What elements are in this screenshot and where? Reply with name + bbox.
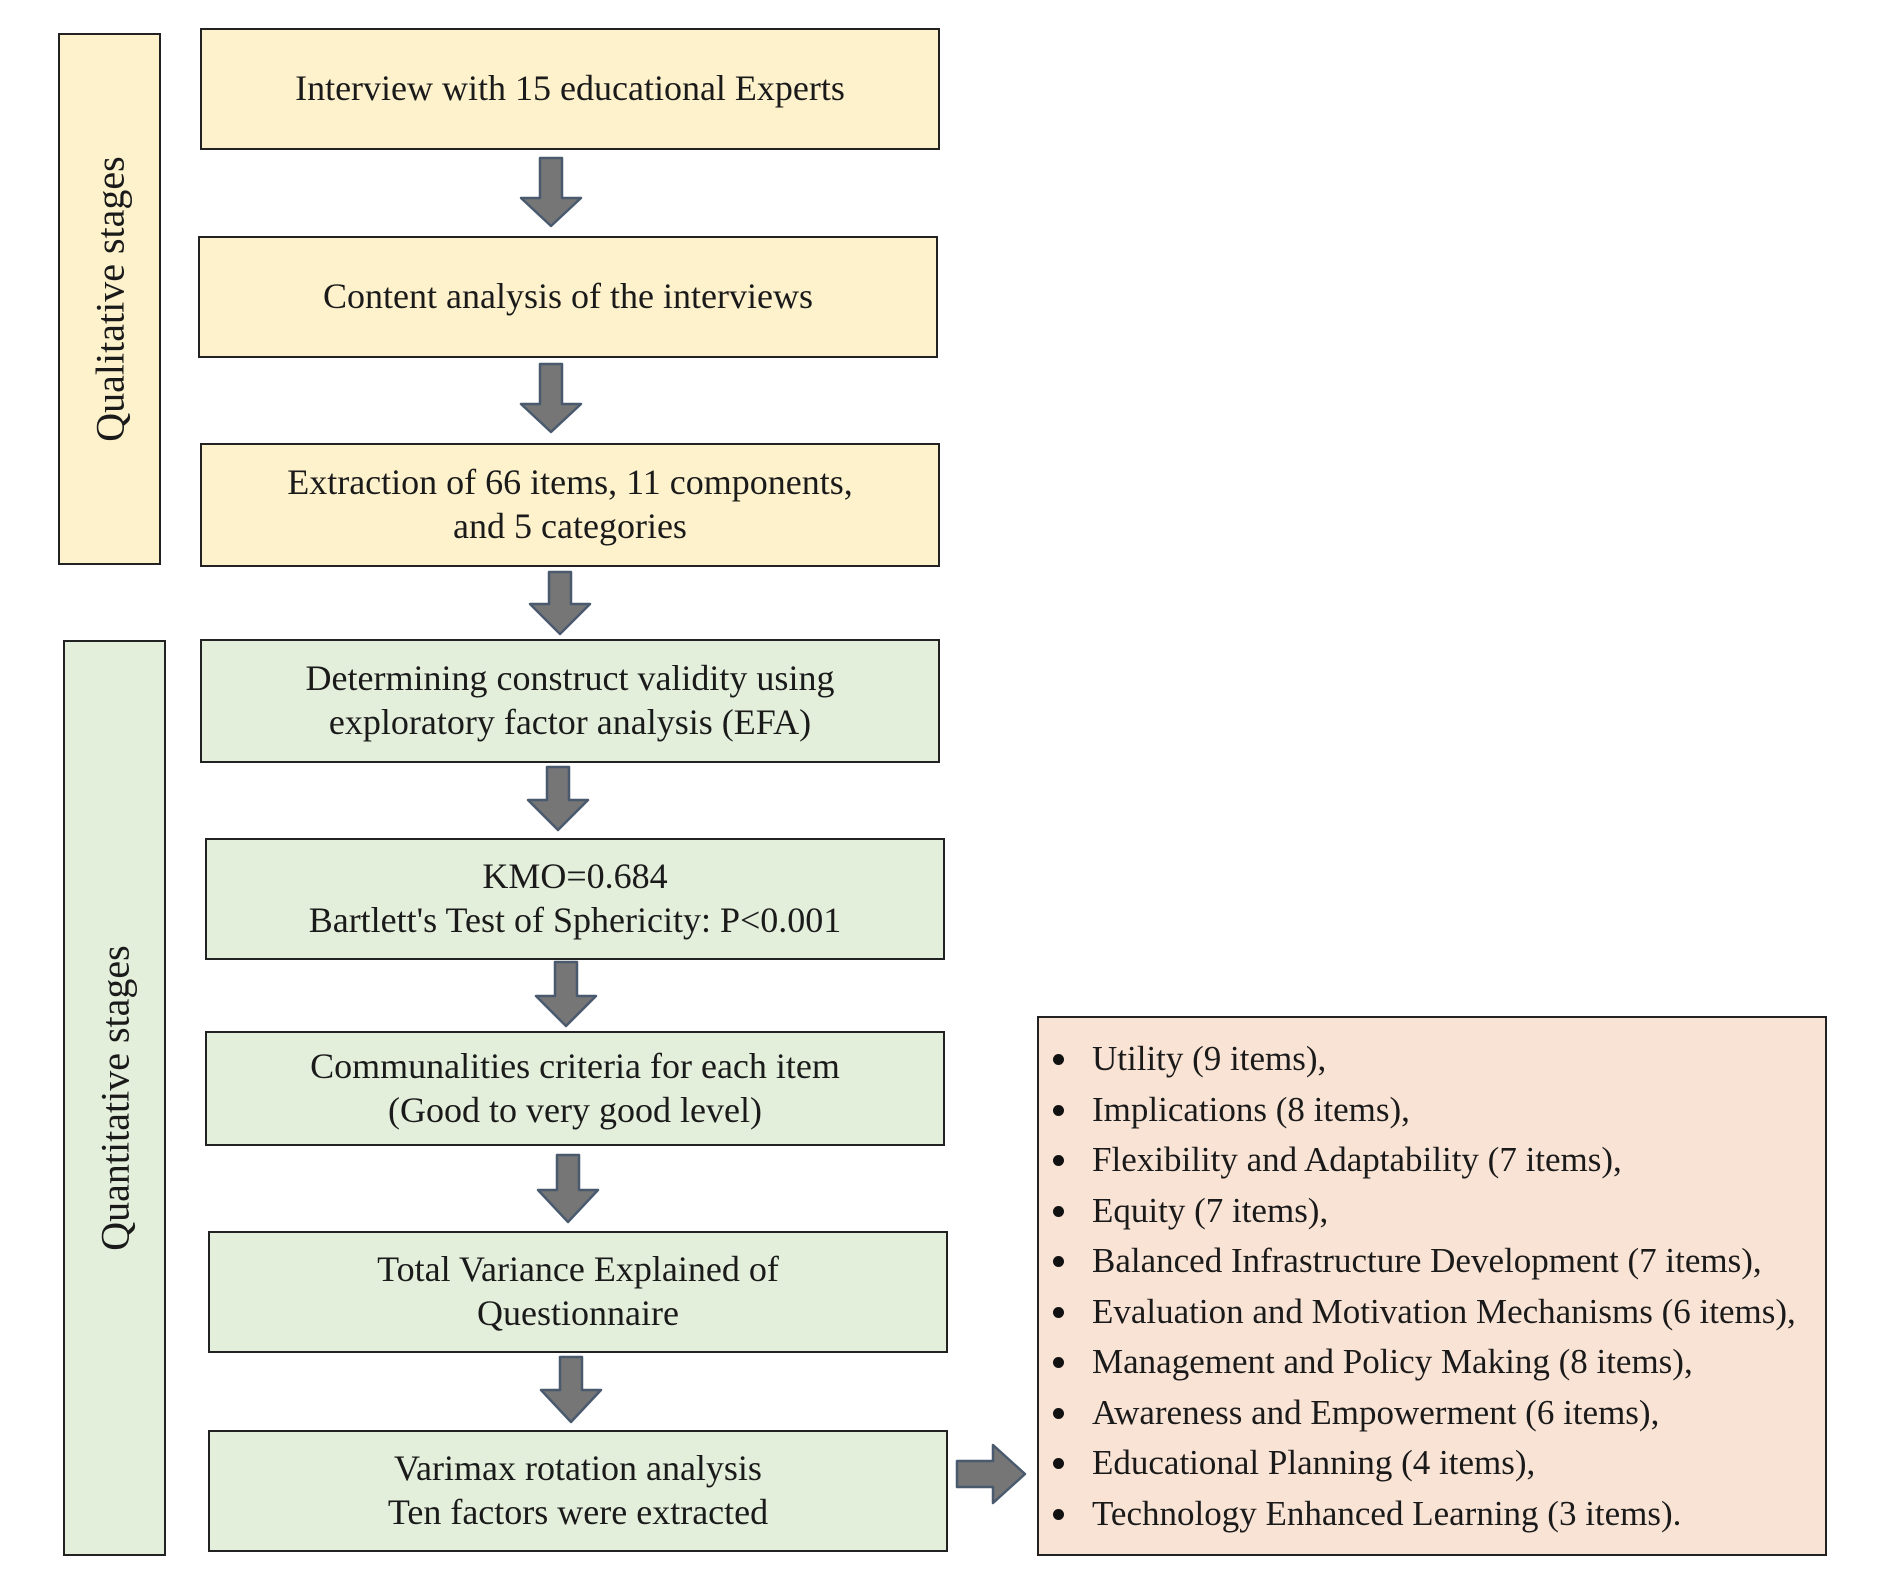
step-text-line: exploratory factor analysis (EFA) [328,702,812,742]
factor-item: Awareness and Empowerment (6 items), [1049,1388,1815,1439]
step-total-variance: Total Variance Explained of Questionnair… [208,1231,948,1353]
factor-label: Implications (8 items), [1092,1089,1410,1129]
down-arrow-icon [528,570,592,636]
bullet-icon [1053,1054,1064,1066]
factor-item: Flexibility and Adaptability (7 items), [1049,1135,1815,1186]
step-text-line: KMO=0.684 [482,856,668,897]
factor-item: Utility (9 items), [1049,1034,1815,1085]
step-text-line: Varimax rotation analysis [394,1448,762,1489]
factor-label: Evaluation and Motivation Mechanisms (6 … [1092,1291,1796,1331]
bullet-icon [1053,1407,1064,1419]
factor-label: Utility (9 items), [1092,1039,1327,1078]
bullet-icon [1053,1205,1064,1217]
factors-list: Utility (9 items), Implications (8 items… [1049,1034,1815,1539]
step-text-line: Content analysis of the interviews [323,276,813,317]
bullet-icon [1053,1256,1064,1268]
step-expert-interviews: Interview with 15 educational Experts [200,28,940,150]
step-text-line: Ten factors were extracted [387,1492,769,1532]
step-text-line: Bartlett's Test of Sphericity: P<0.001 [308,900,842,940]
factor-label: Educational Planning (4 items), [1092,1443,1536,1482]
factor-item: Evaluation and Motivation Mechanisms (6 … [1049,1287,1815,1338]
down-arrow-icon [534,960,598,1028]
quantitative-stages-label: Quantitative stages [63,640,166,1556]
step-item-extraction: Extraction of 66 items, 11 components, a… [200,443,940,567]
step-text-line: Total Variance Explained of [377,1249,779,1290]
step-text-line: Questionnaire [477,1293,679,1333]
factor-label: Awareness and Empowerment (6 items), [1092,1392,1660,1432]
step-communalities: Communalities criteria for each item (Go… [205,1031,945,1146]
step-construct-validity: Determining construct validity using exp… [200,639,940,763]
bullet-icon [1053,1508,1064,1520]
step-content-analysis: Content analysis of the interviews [198,236,938,358]
bullet-icon [1053,1458,1064,1470]
step-kmo-bartlett: KMO=0.684 Bartlett's Test of Sphericity:… [205,838,945,960]
step-text-line: and 5 categories [453,506,687,546]
step-text-line: Determining construct validity using [305,658,835,699]
factor-label: Balanced Infrastructure Development (7 i… [1092,1241,1762,1280]
factor-label: Equity (7 items), [1092,1190,1329,1230]
factor-label: Management and Policy Making (8 items), [1092,1342,1693,1381]
down-arrow-icon [519,362,583,434]
factor-item: Balanced Infrastructure Development (7 i… [1049,1236,1815,1287]
factor-item: Implications (8 items), [1049,1085,1815,1136]
qualitative-stages-label: Qualitative stages [58,33,161,565]
down-arrow-icon [519,156,583,228]
bullet-icon [1053,1155,1064,1167]
step-text-line: (Good to very good level) [388,1089,762,1130]
quantitative-stages-text: Quantitative stages [92,945,137,1251]
step-varimax-rotation: Varimax rotation analysis Ten factors we… [208,1430,948,1552]
down-arrow-icon [526,765,590,832]
factor-item: Equity (7 items), [1049,1186,1815,1237]
step-text-line: Communalities criteria for each item [310,1045,840,1086]
factor-label: Technology Enhanced Learning (3 items). [1092,1493,1682,1533]
bullet-icon [1053,1357,1064,1369]
down-arrow-icon [539,1355,603,1424]
factor-item: Technology Enhanced Learning (3 items). [1049,1489,1815,1540]
bullet-icon [1053,1306,1064,1318]
qualitative-stages-text: Qualitative stages [87,156,132,442]
step-text-line: Interview with 15 educational Experts [295,68,845,109]
extracted-factors-box: Utility (9 items), Implications (8 items… [1037,1016,1827,1556]
factor-item: Management and Policy Making (8 items), [1049,1337,1815,1388]
factor-item: Educational Planning (4 items), [1049,1438,1815,1489]
down-arrow-icon [536,1153,600,1224]
bullet-icon [1053,1104,1064,1116]
step-text-line: Extraction of 66 items, 11 components, [287,462,853,503]
factor-label: Flexibility and Adaptability (7 items), [1092,1140,1622,1179]
right-arrow-icon [955,1443,1027,1505]
